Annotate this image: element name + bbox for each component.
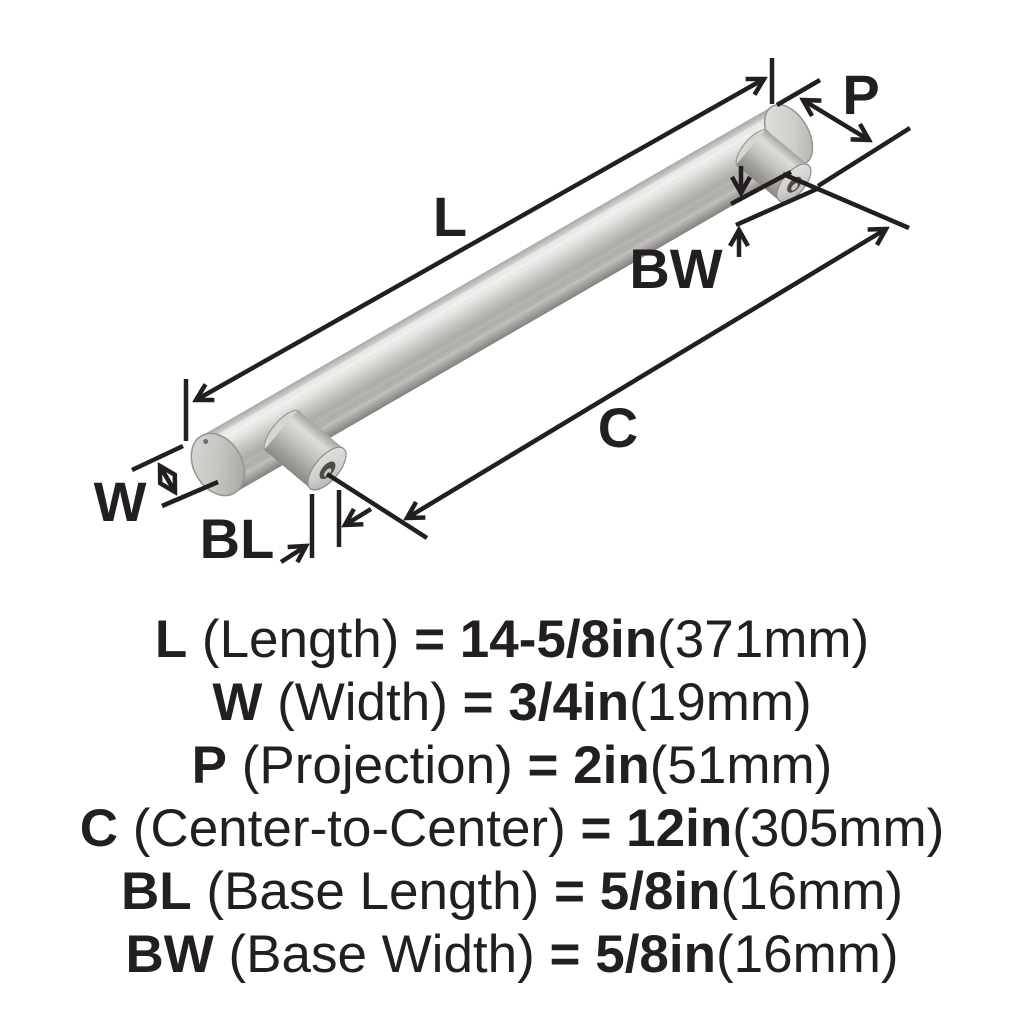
end-cap-dot xyxy=(203,438,209,444)
bar-end-cap xyxy=(190,432,246,497)
spec-equals: = xyxy=(549,925,581,984)
p-ext-line-base xyxy=(816,126,912,188)
w-dim-line xyxy=(160,466,175,492)
spec-name: (Width) xyxy=(277,673,448,732)
spec-line-width: W (Width) = 3/4in(19mm) xyxy=(0,671,1024,734)
label-base-width: BW xyxy=(629,237,722,300)
c-ext-line-right xyxy=(782,171,910,231)
spec-metric: (16mm) xyxy=(720,862,904,921)
bl-arrow-left xyxy=(279,546,306,564)
p-dim-line xyxy=(803,100,869,140)
p-ext-line-tip xyxy=(775,78,822,107)
spec-equals: = xyxy=(462,673,494,732)
spec-name: (Projection) xyxy=(241,736,513,795)
dimension-labels: L P BW C W BL xyxy=(94,63,880,570)
spec-abbr: W xyxy=(212,673,263,732)
c-ext-line-left xyxy=(325,472,429,540)
spec-value: 5/8in xyxy=(595,925,716,984)
label-length: L xyxy=(433,185,467,248)
spec-equals: = xyxy=(414,610,446,669)
label-center-to-center: C xyxy=(598,396,638,459)
bw-ext-line-far xyxy=(735,186,818,228)
w-ext-line-top xyxy=(131,443,184,473)
spec-abbr: BW xyxy=(125,925,214,984)
front-post xyxy=(263,409,347,491)
spec-line-projection: P (Projection) = 2in(51mm) xyxy=(0,734,1024,797)
spec-metric: (16mm) xyxy=(716,925,899,984)
spec-line-length: L (Length) = 14-5/8in(371mm) xyxy=(0,608,1024,671)
c-dim-line xyxy=(407,229,886,518)
bl-arrow-right xyxy=(345,507,373,525)
spec-value: 3/4in xyxy=(508,673,630,732)
spec-abbr: L xyxy=(154,610,188,669)
spec-value: 5/8in xyxy=(599,862,721,921)
spec-equals: = xyxy=(580,799,612,858)
spec-value: 2in xyxy=(573,736,650,795)
bw-ext-line-near xyxy=(729,170,793,206)
spec-line-center-to-center: C (Center-to-Center) = 12in(305mm) xyxy=(0,797,1024,860)
spec-block: L (Length) = 14-5/8in(371mm) W (Width) =… xyxy=(0,608,1024,986)
spec-metric: (51mm) xyxy=(649,736,833,795)
spec-abbr: BL xyxy=(120,862,192,921)
spec-metric: (371mm) xyxy=(657,610,870,669)
spec-metric: (305mm) xyxy=(732,799,945,858)
spec-equals: = xyxy=(527,736,559,795)
spec-name: (Base Length) xyxy=(206,862,540,921)
spec-metric: (19mm) xyxy=(629,673,812,732)
spec-line-base-length: BL (Base Length) = 5/8in(16mm) xyxy=(0,860,1024,923)
spec-line-base-width: BW (Base Width) = 5/8in(16mm) xyxy=(0,923,1024,986)
bar-pull-handle xyxy=(190,103,814,497)
spec-equals: = xyxy=(554,862,585,921)
spec-abbr: C xyxy=(79,799,119,858)
spec-name: (Center-to-Center) xyxy=(132,799,566,858)
spec-value: 12in xyxy=(626,799,733,858)
label-base-length: BL xyxy=(200,507,275,570)
w-ext-line-bottom xyxy=(161,479,219,509)
label-projection: P xyxy=(842,63,879,126)
label-width: W xyxy=(94,470,147,533)
spec-name: (Base Width) xyxy=(228,925,535,984)
spec-value: 14-5/8in xyxy=(459,610,658,669)
dimension-lines xyxy=(131,58,912,564)
spec-abbr: P xyxy=(191,736,228,795)
spec-name: (Length) xyxy=(201,610,400,669)
